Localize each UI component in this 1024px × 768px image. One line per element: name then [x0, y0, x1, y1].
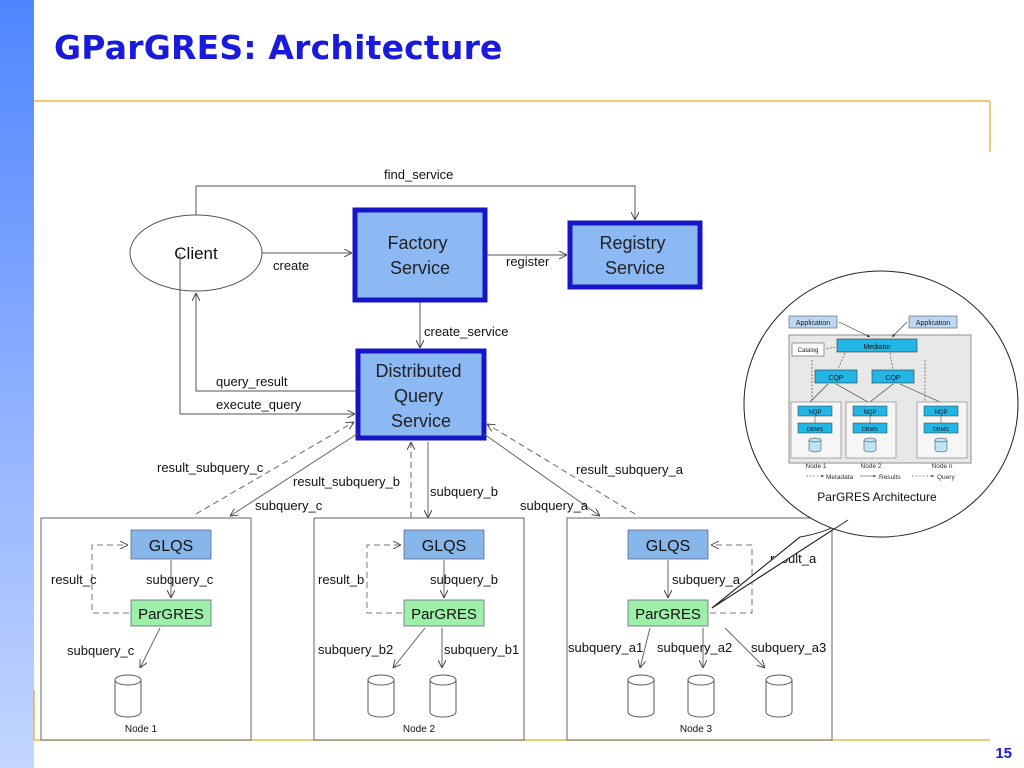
- db-label: subquery_a3: [751, 640, 826, 655]
- inset-mediator: Mediator: [863, 344, 891, 351]
- inset-nqp: NQP: [808, 410, 821, 416]
- subquery-label: subquery_a: [672, 572, 741, 587]
- node-label: Node 1: [125, 724, 158, 735]
- database-icon: [765, 674, 793, 718]
- edges-dqs-sites: [195, 422, 636, 518]
- result-subquery-b-label: result_subquery_b: [293, 474, 400, 489]
- site-node-2: GLQS ParGRES result_b subquery_b subquer…: [313, 517, 525, 741]
- edge-subquery-a: [483, 433, 600, 516]
- database-icon: [627, 674, 655, 718]
- subquery-label: subquery_c: [146, 572, 214, 587]
- result-subquery-c-label: result_subquery_c: [157, 460, 264, 475]
- edge-execute-query: [179, 253, 355, 414]
- node-label: Node 2: [403, 724, 436, 735]
- inset-node-2: Node 2: [861, 463, 882, 470]
- create-service-label: create_service: [424, 324, 509, 339]
- node-label: Node 3: [680, 724, 713, 735]
- inset-application-right: Application: [916, 320, 950, 327]
- inset-application-left: Application: [796, 320, 830, 327]
- inset-legend-results: Results: [879, 474, 901, 481]
- db-label: subquery_a2: [657, 640, 732, 655]
- subquery-label: subquery_b: [430, 572, 498, 587]
- inset-node-n: Node n: [932, 463, 953, 470]
- inset-cqp-1: CQP: [828, 375, 844, 382]
- left-accent-bar: [0, 0, 34, 768]
- result-subquery-a-label: result_subquery_a: [576, 462, 684, 477]
- database-icon: [429, 674, 457, 718]
- client-label: Client: [174, 244, 218, 263]
- pargres-architecture-callout: Application Application Mediator Catalog…: [711, 270, 1019, 609]
- database-icon: [687, 674, 715, 718]
- factory-service-node: Factory Service: [352, 207, 488, 303]
- db-label: subquery_b1: [444, 642, 519, 657]
- registry-service-node: Registry Service: [567, 220, 703, 290]
- register-label: register: [506, 254, 550, 269]
- distributed-query-service-label: Distributed Query Service: [375, 361, 466, 431]
- edge-result-subquery-a: [487, 424, 636, 515]
- distributed-query-service-node: Distributed Query Service: [355, 348, 487, 441]
- glqs-label: GLQS: [646, 538, 690, 555]
- database-icon: [114, 674, 142, 718]
- inset-dbms: DBMS: [807, 427, 823, 433]
- inset-dbms: DBMS: [862, 427, 878, 433]
- site-node-1: GLQS ParGRES result_c subquery_c subquer…: [40, 517, 252, 741]
- edges-top: [179, 185, 635, 414]
- execute-query-label: execute_query: [216, 397, 302, 412]
- site-node-3: GLQS ParGRES result_a subquery_a subquer…: [566, 517, 833, 741]
- client-node: Client: [129, 214, 263, 292]
- subquery-b-label: subquery_b: [430, 484, 498, 499]
- create-label: create: [273, 258, 309, 273]
- result-label: result_c: [51, 572, 97, 587]
- edge-result-subquery-c: [195, 422, 354, 515]
- inset-legend-metadata: Metadata: [826, 474, 853, 481]
- db-label: subquery_a1: [568, 640, 643, 655]
- slide-title: GParGRES: Architecture: [54, 28, 503, 67]
- inset-dbms: DBMS: [933, 427, 949, 433]
- inset-nqp: NQP: [863, 410, 876, 416]
- page-number: 15: [995, 745, 1012, 762]
- edge-subquery-c: [230, 433, 358, 516]
- factory-service-label: Factory Service: [387, 233, 452, 278]
- result-label: result_b: [318, 572, 364, 587]
- inset-nqp: NQP: [934, 410, 947, 416]
- find-service-label: find_service: [384, 167, 453, 182]
- db-label: subquery_b2: [318, 642, 393, 657]
- inset-catalog: Catalog: [798, 348, 819, 354]
- pargres-label: ParGRES: [635, 606, 701, 623]
- glqs-label: GLQS: [422, 538, 466, 555]
- subquery-a-label: subquery_a: [520, 498, 589, 513]
- subquery-c-label: subquery_c: [255, 498, 323, 513]
- inset-legend-query: Query: [937, 474, 955, 481]
- edge-query-result: [196, 293, 356, 392]
- glqs-label: GLQS: [149, 538, 193, 555]
- inset-cqp-2: CQP: [885, 375, 901, 382]
- query-result-label: query_result: [216, 374, 288, 389]
- pargres-label: ParGRES: [411, 606, 477, 623]
- edge-find-service: [195, 185, 635, 220]
- inset-db-icons: [808, 437, 948, 453]
- inset-caption: ParGRES Architecture: [817, 490, 937, 504]
- database-icon: [367, 674, 395, 718]
- registry-service-label: Registry Service: [599, 233, 670, 278]
- db-label: subquery_c: [67, 643, 135, 658]
- inset-node-1: Node 1: [806, 463, 827, 470]
- pargres-label: ParGRES: [138, 606, 204, 623]
